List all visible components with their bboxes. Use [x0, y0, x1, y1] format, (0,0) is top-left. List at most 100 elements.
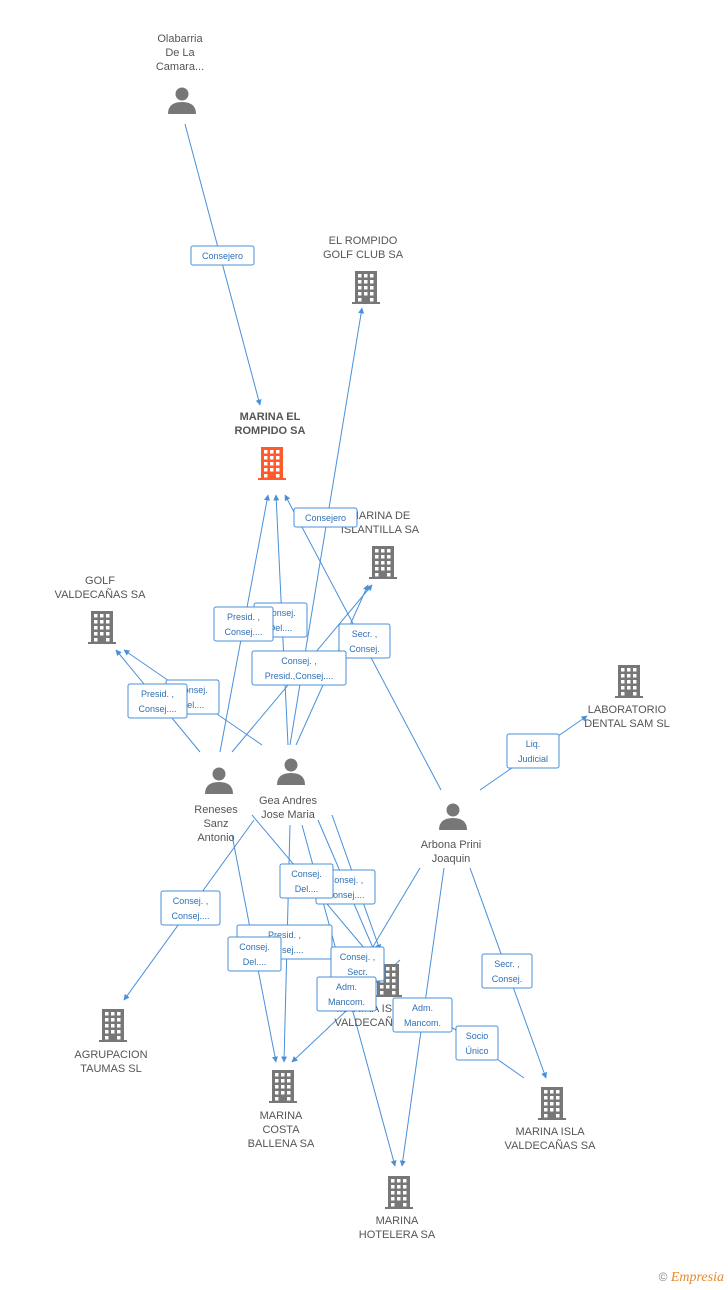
role-label[interactable]: Secr. ,Consej.: [481, 953, 533, 989]
role-label-text: Consej....: [326, 890, 364, 900]
building-icon[interactable]: [369, 546, 397, 579]
role-label-text: Adm.: [336, 982, 357, 992]
node-label[interactable]: DENTAL SAM SL: [584, 718, 670, 730]
node-label[interactable]: MARINA EL: [240, 411, 301, 423]
person-icon[interactable]: [277, 758, 305, 786]
role-label-text: Consejero: [202, 251, 243, 261]
node-label[interactable]: LABORATORIO: [588, 704, 667, 716]
node-hotelera[interactable]: MARINA HOTELERA SA: [359, 1176, 436, 1241]
role-label-text: Consej.: [492, 974, 523, 984]
role-label[interactable]: Consej. Del....: [227, 936, 282, 972]
brand-logo[interactable]: Empresia: [670, 1270, 724, 1285]
role-label[interactable]: Consej.Del....: [279, 863, 334, 899]
building-icon[interactable]: [258, 447, 286, 480]
role-label-text: Del....: [269, 623, 293, 633]
node-label[interactable]: ISLANTILLA SA: [341, 524, 420, 536]
node-label[interactable]: HOTELERA SA: [359, 1229, 436, 1241]
role-label-text: Consej....: [224, 627, 262, 637]
role-label-text: Consej. ,: [328, 875, 364, 885]
building-icon[interactable]: [615, 665, 643, 698]
node-laboratorio[interactable]: LABORATORIO DENTAL SAM SL: [584, 665, 670, 730]
node-label[interactable]: GOLF: [85, 575, 115, 587]
node-islantilla[interactable]: MARINA DE ISLANTILLA SA: [341, 510, 420, 579]
building-icon[interactable]: [88, 611, 116, 644]
role-label-text: Del....: [243, 957, 267, 967]
node-label[interactable]: Reneses: [194, 804, 238, 816]
building-icon[interactable]: [385, 1176, 413, 1209]
node-label[interactable]: MARINA: [260, 1110, 303, 1122]
node-label[interactable]: Jose Maria: [261, 809, 316, 821]
roles-layer: ConsejeroConsejeroConsej.Del....Presid. …: [127, 245, 560, 1061]
building-icon[interactable]: [269, 1070, 297, 1103]
node-label[interactable]: MARINA DE: [350, 510, 411, 522]
node-rompido_golf[interactable]: EL ROMPIDO GOLF CLUB SA: [323, 235, 404, 304]
role-label-text: Presid. ,: [227, 612, 260, 622]
node-label[interactable]: BALLENA SA: [248, 1138, 315, 1150]
person-icon[interactable]: [205, 767, 233, 795]
node-label[interactable]: EL ROMPIDO: [329, 235, 398, 247]
role-label[interactable]: Consej. ,Consej....: [160, 890, 221, 926]
node-label[interactable]: Antonio: [197, 832, 234, 844]
role-label-text: Consej.: [265, 608, 296, 618]
building-icon[interactable]: [538, 1087, 566, 1120]
node-label[interactable]: Camara...: [156, 61, 204, 73]
node-costa_ballena[interactable]: MARINA COSTA BALLENA SA: [248, 1070, 315, 1150]
node-label[interactable]: AGRUPACION: [74, 1049, 147, 1061]
node-agrupacion[interactable]: AGRUPACION TAUMAS SL: [74, 1009, 148, 1075]
role-label[interactable]: Presid. , Consej....: [213, 606, 274, 642]
nodes-layer: Olabarria De La Camara... EL ROMPIDO GOLF CL…: [55, 33, 670, 1241]
role-label-text: Presid.,Consej....: [265, 671, 334, 681]
node-label[interactable]: ROMPIDO SA: [235, 425, 306, 437]
node-label[interactable]: Sanz: [203, 818, 228, 830]
role-label[interactable]: Adm. Mancom.: [316, 976, 377, 1012]
footer: © Empresia: [659, 1270, 724, 1286]
role-label[interactable]: Liq.Judicial: [506, 733, 560, 769]
node-label[interactable]: VALDECAÑAS SA: [505, 1139, 597, 1152]
role-label-text: Consej....: [171, 911, 209, 921]
building-icon[interactable]: [99, 1009, 127, 1042]
node-label[interactable]: MARINA ISLA: [515, 1126, 585, 1138]
role-label-text: Mancom.: [404, 1018, 441, 1028]
role-label-text: Presid. ,: [268, 930, 301, 940]
role-label-text: Consej....: [138, 704, 176, 714]
role-label-text: Consej. ,: [340, 952, 376, 962]
role-label-text: Socio: [466, 1031, 489, 1041]
person-icon[interactable]: [168, 87, 196, 115]
node-olabarria[interactable]: Olabarria De La Camara...: [156, 33, 204, 114]
node-label[interactable]: VALDECAÑAS: [334, 1016, 407, 1029]
role-label-text: Mancom.: [328, 997, 365, 1007]
role-label[interactable]: Presid. , Consej....: [127, 683, 188, 719]
role-label[interactable]: Adm.Mancom.: [392, 997, 453, 1033]
node-marina_rompido[interactable]: MARINA EL ROMPIDO SA: [235, 411, 306, 480]
role-label-text: Presid. ,: [141, 689, 174, 699]
building-icon[interactable]: [352, 271, 380, 304]
node-label[interactable]: Joaquin: [432, 853, 471, 865]
node-label[interactable]: COSTA: [262, 1124, 300, 1136]
role-label[interactable]: Consejero: [293, 507, 358, 528]
node-label[interactable]: GOLF CLUB SA: [323, 249, 404, 261]
node-label[interactable]: VALDECAÑAS SA: [55, 588, 147, 601]
role-label[interactable]: Consej. ,Secr.: [330, 946, 385, 982]
role-label[interactable]: Consej. ,Presid.,Consej....: [251, 650, 347, 686]
node-label[interactable]: Arbona Prini: [421, 839, 482, 851]
role-label-text: Del....: [295, 884, 319, 894]
role-label-text: Judicial: [518, 754, 548, 764]
node-label[interactable]: Olabarria: [157, 33, 203, 45]
node-label[interactable]: De La: [165, 47, 195, 59]
node-label[interactable]: MARINA: [376, 1215, 419, 1227]
person-icon[interactable]: [439, 803, 467, 831]
role-label[interactable]: Consejero: [190, 245, 255, 266]
role-label-text: Consej....: [265, 945, 303, 955]
node-label[interactable]: TAUMAS SL: [80, 1063, 142, 1075]
role-label[interactable]: Secr. ,Consej.: [338, 623, 391, 659]
role-label-text: Consej.: [239, 942, 270, 952]
role-label-text: Consej.: [177, 685, 208, 695]
node-label[interactable]: Gea Andres: [259, 795, 318, 807]
